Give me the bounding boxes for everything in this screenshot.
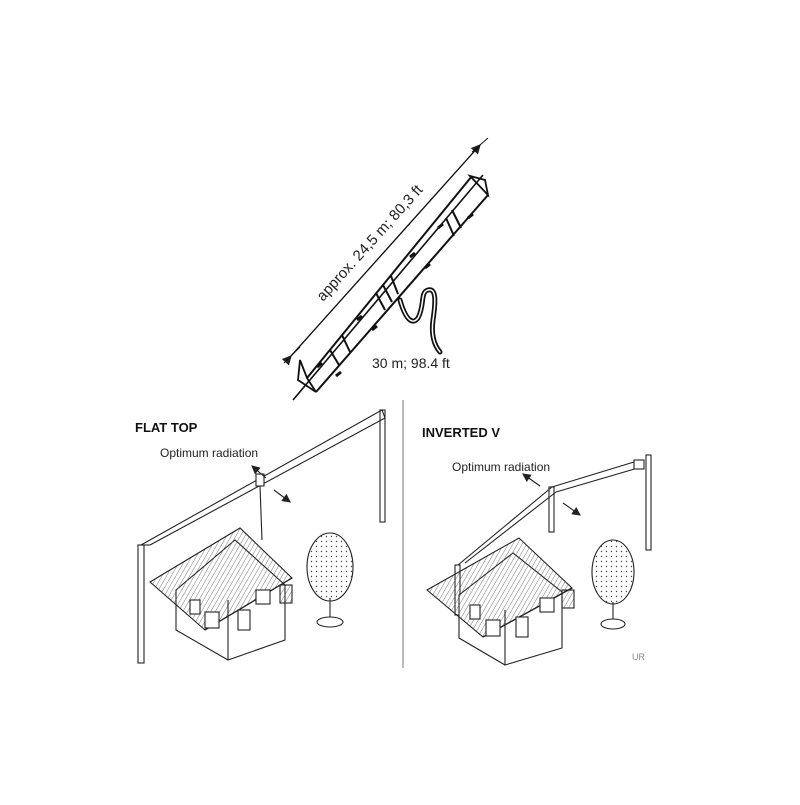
- credit-mark: UR: [632, 652, 645, 662]
- antenna-length-label: approx. 24,5 m; 80,3 ft: [313, 181, 427, 305]
- inverted-v-house: [426, 537, 575, 666]
- inverted-v-tree: [591, 539, 635, 630]
- flat-top-house: [149, 527, 293, 661]
- cable-length-label: 30 m; 98.4 ft: [372, 355, 450, 371]
- right-low-mast: [645, 454, 652, 551]
- flat-top-title: FLAT TOP: [135, 420, 198, 435]
- flat-top-scene: [137, 409, 386, 664]
- inverted-v-radiation-label: Optimum radiation: [452, 460, 551, 474]
- inverted-v-scene: [426, 454, 652, 666]
- ladder-line-antenna: [281, 137, 490, 401]
- right-mast: [379, 409, 386, 523]
- flat-top-tree: [306, 532, 354, 628]
- left-mast: [137, 544, 145, 664]
- flat-top-radiation-label: Optimum radiation: [160, 446, 259, 460]
- inverted-v-title: INVERTED V: [422, 425, 501, 440]
